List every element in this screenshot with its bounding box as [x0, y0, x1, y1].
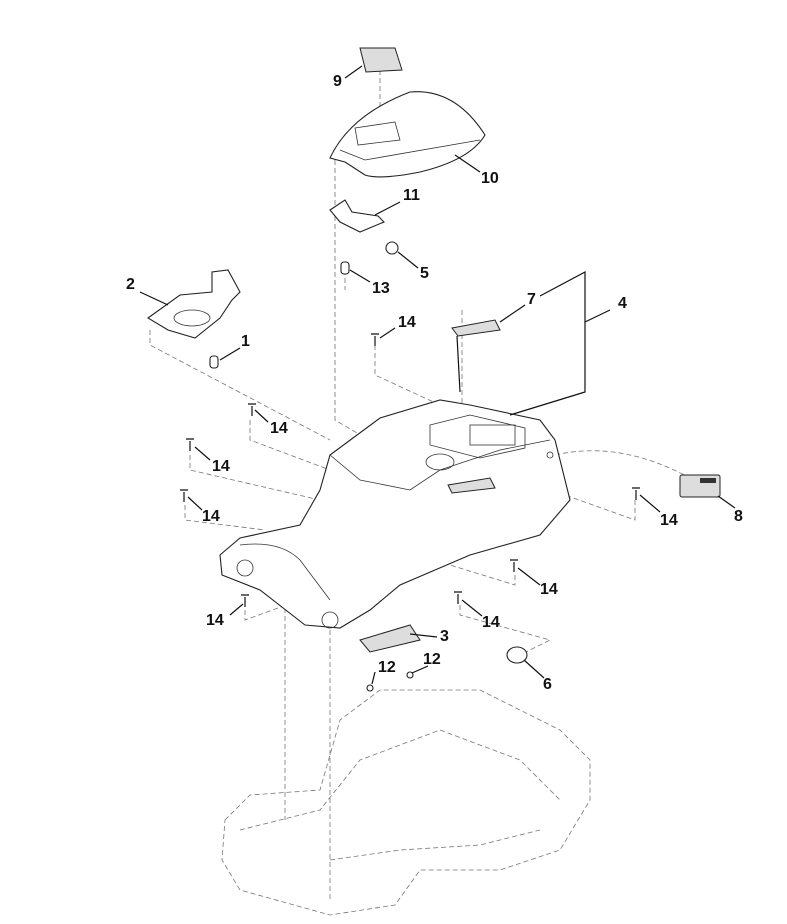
part-1-pin	[209, 355, 219, 369]
part-12-screws	[366, 671, 414, 692]
callout-14: 14	[540, 581, 558, 598]
part-8-decal	[679, 474, 721, 498]
leader-lines	[139, 65, 736, 685]
part-7-strip	[451, 319, 501, 393]
callout-14: 14	[206, 612, 224, 629]
callout-3: 3	[440, 628, 449, 645]
callout-6: 6	[543, 676, 552, 693]
part-3-plate	[359, 624, 421, 653]
part-11-bracket	[329, 199, 385, 233]
callout-4: 4	[618, 295, 627, 312]
part-6-cap	[506, 646, 528, 664]
callout-10: 10	[481, 170, 499, 187]
part-9-decal	[359, 47, 403, 73]
callout-14: 14	[660, 512, 678, 529]
part-14-screws	[180, 333, 640, 607]
part-2-plate	[147, 269, 241, 339]
callout-9: 9	[333, 73, 342, 90]
chassis-base	[221, 689, 591, 916]
callout-11: 11	[403, 187, 420, 204]
callout-14: 14	[202, 508, 220, 525]
callout-5: 5	[420, 265, 429, 282]
callout-8: 8	[734, 508, 743, 525]
callout-14: 14	[398, 314, 416, 331]
callout-14: 14	[212, 458, 230, 475]
callout-1: 1	[241, 333, 250, 350]
callout-12: 12	[378, 659, 396, 676]
callout-13: 13	[372, 280, 390, 297]
callout-14: 14	[270, 420, 288, 437]
part-4-housing	[219, 399, 571, 629]
callout-2: 2	[126, 276, 135, 293]
part-13-pin	[340, 261, 350, 275]
part-10-cover	[329, 91, 486, 178]
callout-14: 14	[482, 614, 500, 631]
part-5-spring	[385, 241, 399, 255]
callout-7: 7	[527, 291, 536, 308]
callout-12: 12	[423, 651, 441, 668]
